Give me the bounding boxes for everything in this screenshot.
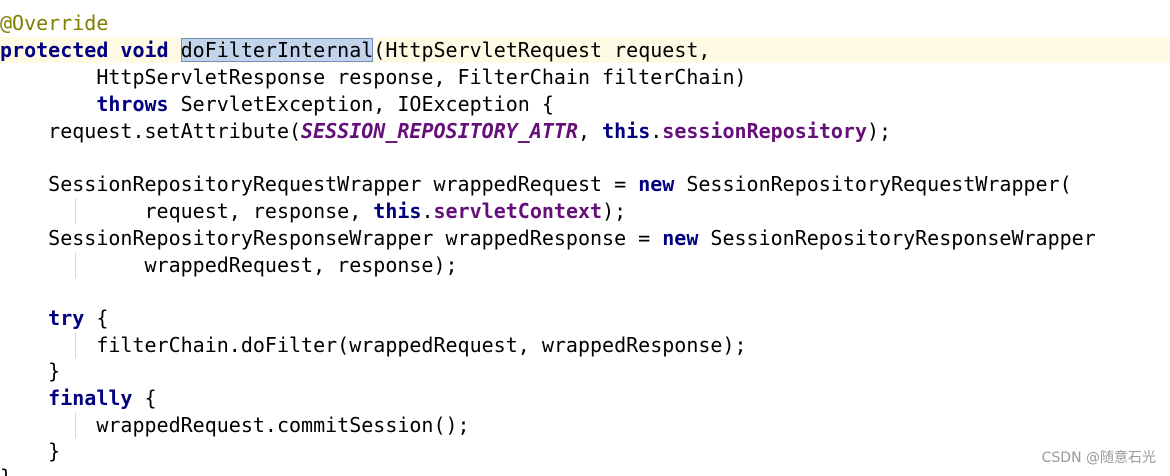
keyword-new: new [662,226,699,250]
code-line-1[interactable]: @Override [0,10,1170,36]
method-params: (HttpServletRequest request, [373,38,711,62]
code-line-16[interactable]: wrappedRequest.commitSession(); [0,413,470,437]
keyword-new: new [638,172,675,196]
indent-guide [75,412,76,438]
field-servlet-context: servletContext [433,199,603,223]
keyword-throws: throws [96,92,169,116]
code-line-5[interactable]: request.setAttribute(SESSION_REPOSITORY_… [0,119,892,143]
keyword-this: this [602,119,651,143]
keyword-this: this [373,199,422,223]
code-line-9[interactable]: SessionRepositoryResponseWrapper wrapped… [0,226,1096,250]
selected-method-name[interactable]: doFilterInternal [180,38,374,62]
csdn-watermark: CSDN @随意石光 [1041,450,1156,466]
code-line-13[interactable]: filterChain.doFilter(wrappedRequest, wra… [0,333,747,357]
keyword-finally: finally [48,386,133,410]
code-line-12[interactable]: try { [48,306,109,330]
keyword-protected: protected [0,38,109,62]
code-line-3[interactable]: HttpServletResponse response, FilterChai… [0,65,747,89]
constant-session-repository-attr: SESSION_REPOSITORY_ATTR [301,119,578,143]
keyword-void: void [120,38,169,62]
annotation-override: @Override [0,11,109,35]
code-line-4[interactable]: throws ServletException, IOException { [96,92,554,116]
code-line-15[interactable]: finally { [48,386,157,410]
indent-guide [75,332,76,358]
keyword-try: try [48,306,85,330]
code-line-18[interactable]: } [0,464,1170,476]
indent-guide [75,252,76,278]
code-line-14[interactable]: } [0,359,61,383]
indent-guide [75,198,76,224]
code-line-2[interactable]: protected void doFilterInternal(HttpServ… [0,37,1170,63]
code-line-7[interactable]: SessionRepositoryRequestWrapper wrappedR… [0,172,1072,196]
code-line-17[interactable]: } [0,439,61,463]
code-line-10[interactable]: wrappedRequest, response); [0,253,458,277]
code-line-8[interactable]: request, response, this.servletContext); [0,199,627,223]
field-session-repository: sessionRepository [662,119,867,143]
